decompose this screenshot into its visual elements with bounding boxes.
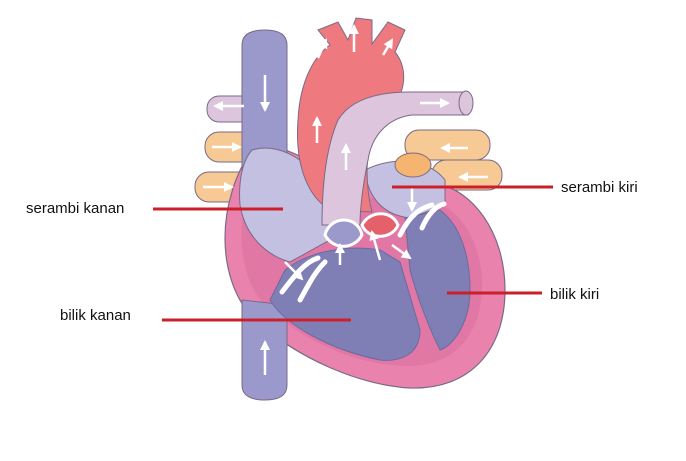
label-left-atrium: serambi kiri — [561, 179, 638, 196]
pulmonary-artery-opening — [458, 90, 474, 116]
left-atrium — [364, 160, 446, 219]
right-ventricle — [269, 247, 421, 361]
pulmonary-vein-opening — [394, 152, 432, 178]
label-right-atrium: serambi kanan — [26, 200, 125, 217]
left-ventricle — [404, 209, 471, 351]
aortic-valve — [360, 212, 400, 238]
pulmonary-artery — [321, 91, 469, 226]
flow-arrows — [203, 24, 488, 375]
label-left-ventricle: bilik kiri — [550, 286, 600, 303]
mitral-valve — [397, 201, 447, 238]
label-right-ventricle: bilik kanan — [60, 307, 131, 324]
pulmonary-valve — [323, 218, 364, 248]
pointer-lines — [153, 185, 553, 322]
